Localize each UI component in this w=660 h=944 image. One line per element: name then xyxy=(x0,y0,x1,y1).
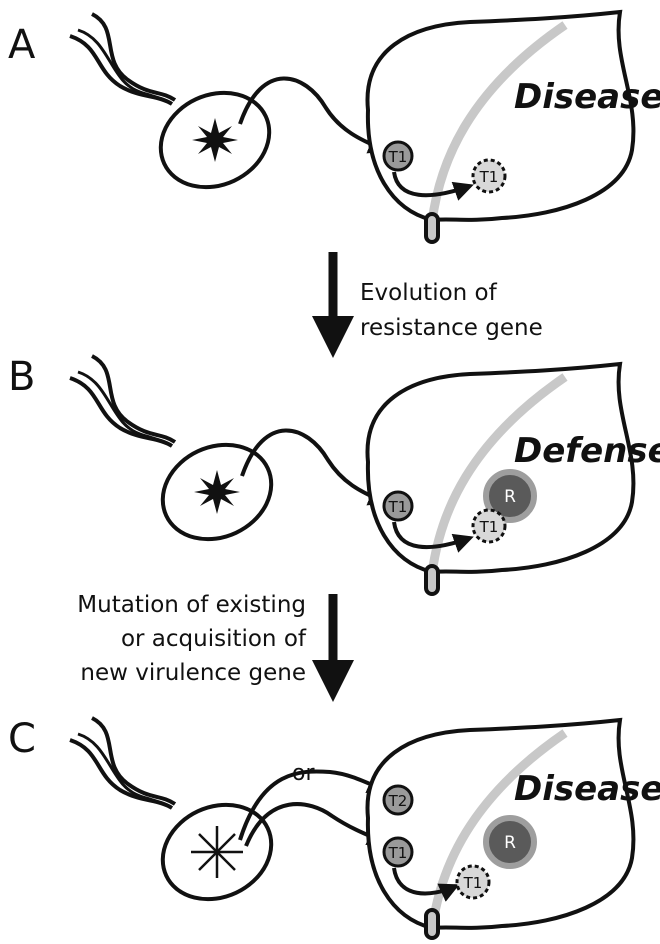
leaf-a xyxy=(367,12,633,242)
effector-t1-c: T1 xyxy=(384,838,412,866)
transition-1-line-2: resistance gene xyxy=(360,315,543,341)
transition-2-line-1: Mutation of existing xyxy=(77,592,306,618)
panel-a-letter: A xyxy=(8,22,36,68)
panel-c-letter: C xyxy=(8,716,36,762)
effector-t2-c: T2 xyxy=(384,786,412,814)
leaf-stem xyxy=(426,214,438,242)
flagellum xyxy=(92,718,175,804)
transition-2-line-3: new virulence gene xyxy=(80,660,306,686)
svg-text:R: R xyxy=(504,833,516,853)
secreted-effector-a: T1 xyxy=(473,160,505,192)
outcome-label: Disease xyxy=(514,769,660,809)
effector-t1-a: T1 xyxy=(384,142,412,170)
outcome-label: Defense xyxy=(514,431,660,471)
leaf-stem xyxy=(426,910,438,938)
svg-text:T1: T1 xyxy=(463,874,483,892)
secreted-effector-b: T1 xyxy=(473,510,505,542)
bacterium-a xyxy=(70,14,285,204)
receptor-c: R xyxy=(486,818,534,866)
svg-text:R: R xyxy=(504,487,516,507)
panel-b: B Defense R T1 T1 xyxy=(8,354,660,594)
bacterium-c xyxy=(70,718,287,916)
panel-a: A Disease T1 T1 xyxy=(8,12,660,242)
transition-1: Evolution of resistance gene xyxy=(312,252,543,358)
transition-2-line-2: or acquisition of xyxy=(121,626,307,652)
svg-text:T1: T1 xyxy=(388,498,408,516)
transition-2: Mutation of existing or acquisition of n… xyxy=(77,592,354,702)
svg-text:T1: T1 xyxy=(479,168,499,186)
down-arrow-head xyxy=(312,660,354,702)
panel-c: C or Disease R T2 xyxy=(8,716,660,938)
svg-text:T1: T1 xyxy=(388,148,408,166)
bacterium-b xyxy=(70,356,287,556)
leaf-stem xyxy=(426,566,438,594)
flagellum xyxy=(92,356,175,442)
outcome-label: Disease xyxy=(514,77,660,117)
flagellum xyxy=(92,14,175,100)
svg-text:T2: T2 xyxy=(388,792,408,810)
down-arrow-head xyxy=(312,316,354,358)
transition-1-line-1: Evolution of xyxy=(360,280,498,306)
or-label: or xyxy=(292,761,315,786)
effector-t1-b: T1 xyxy=(384,492,412,520)
panel-b-letter: B xyxy=(8,354,35,400)
svg-text:T1: T1 xyxy=(479,518,499,536)
secreted-effector-c: T1 xyxy=(457,866,489,898)
svg-text:T1: T1 xyxy=(388,844,408,862)
